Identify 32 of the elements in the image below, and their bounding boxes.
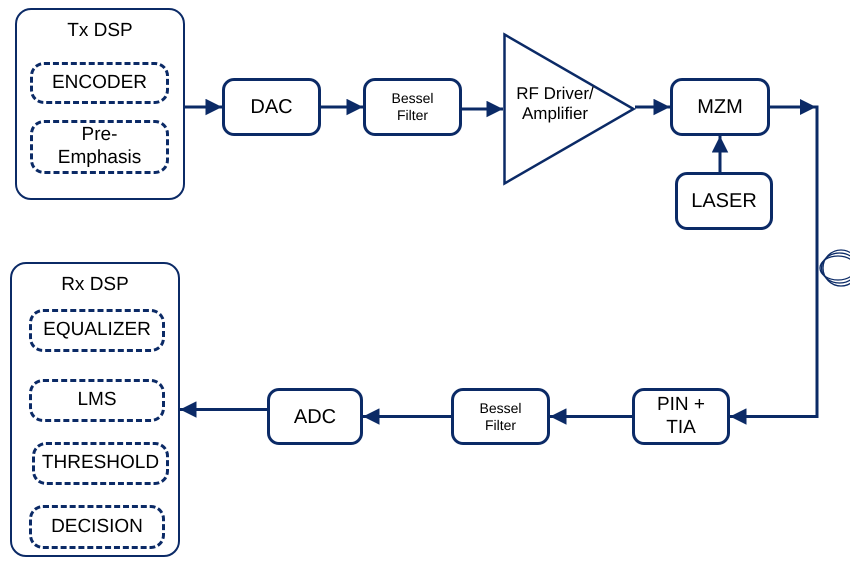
block-label: PIN + TIA: [656, 394, 706, 440]
process-box: [670, 78, 770, 136]
group-title: Tx DSP: [67, 20, 133, 43]
block-label: EQUALIZER: [43, 319, 151, 342]
block-label: MZM: [697, 95, 743, 119]
block-label: DAC: [250, 95, 293, 119]
block-label: LMS: [77, 389, 117, 412]
block-label: THRESHOLD: [42, 452, 160, 475]
process-box: [451, 388, 550, 445]
process-box: [222, 78, 321, 136]
process-box: [632, 388, 730, 445]
block-label: Bessel Filter: [390, 90, 435, 124]
block-label: ENCODER: [52, 72, 147, 94]
function-box: [32, 442, 169, 485]
process-box: [267, 388, 363, 445]
process-box: [675, 172, 773, 230]
group-panel: [10, 262, 180, 557]
function-box: [29, 505, 165, 549]
group-title: Rx DSP: [61, 274, 129, 297]
block-label: LASER: [691, 189, 757, 213]
block-label: RF Driver/ Amplifier: [515, 84, 595, 124]
function-box: [30, 62, 169, 104]
block-label: Bessel Filter: [478, 400, 523, 434]
process-box: [363, 78, 462, 136]
block-label: DECISION: [51, 516, 143, 538]
function-box: [30, 120, 169, 174]
block-label: Pre- Emphasis: [56, 124, 142, 170]
amplifier-triangle: [503, 33, 635, 185]
function-box: [29, 309, 165, 352]
function-box: [29, 379, 165, 422]
group-panel: [15, 8, 185, 200]
block-label: ADC: [294, 404, 336, 428]
